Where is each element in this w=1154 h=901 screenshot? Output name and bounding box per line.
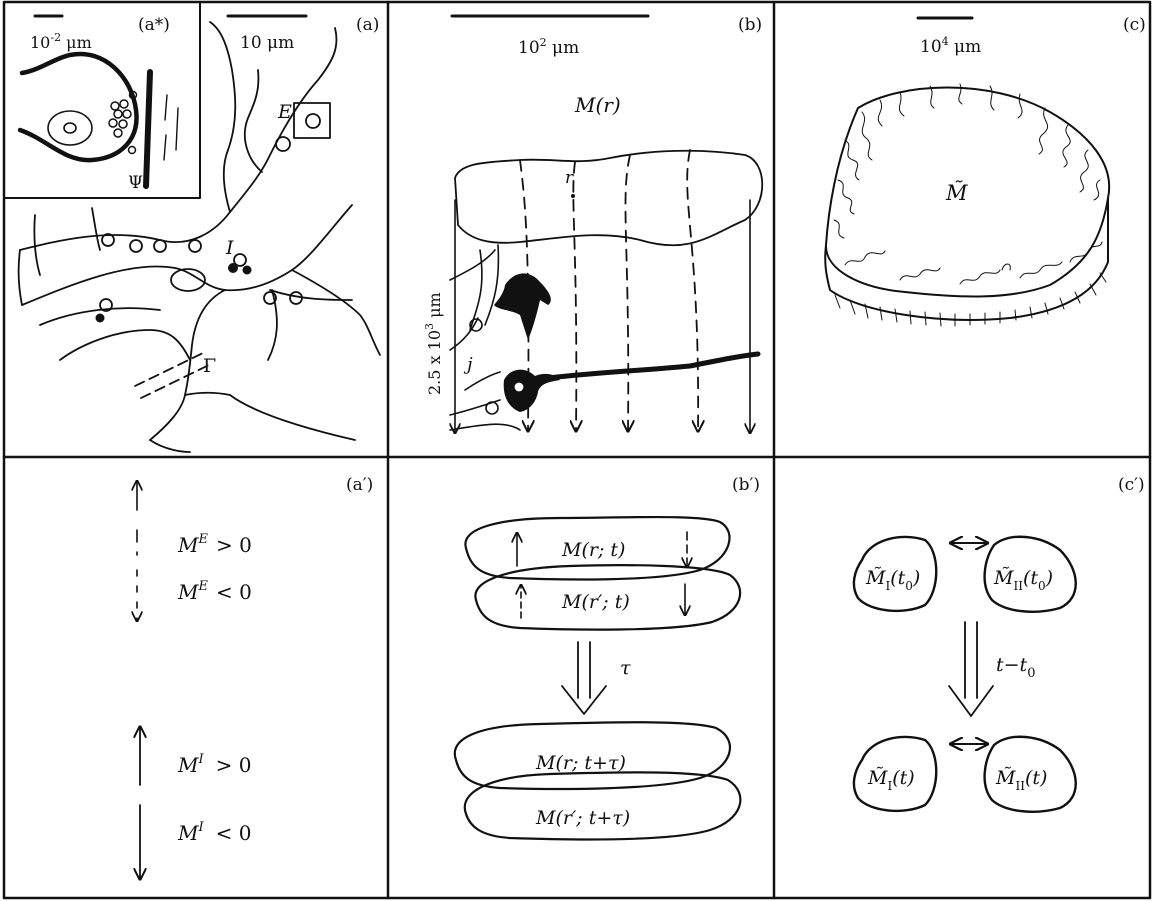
field-r-prime-t: M(r′; t) xyxy=(561,591,630,613)
region-M-tilde: M̃ xyxy=(945,181,968,205)
field-r-t: M(r; t) xyxy=(561,539,625,561)
me-positive: ME> 0 xyxy=(177,532,252,557)
label-I: I xyxy=(225,237,234,259)
m-tilde-I-t0: M̃I(t0) xyxy=(865,567,920,593)
scale-label-c: 104 μm xyxy=(920,35,981,57)
time-label: t−t0 xyxy=(996,654,1035,681)
time-double-arrow xyxy=(949,622,993,716)
panel-c: 104 μm (c) M̃ xyxy=(825,15,1146,326)
scale-label-a-star: 10-2 μm xyxy=(30,31,92,52)
label-k: k xyxy=(515,394,526,415)
field-r-prime-t-tau: M(r′; t+τ) xyxy=(535,807,630,829)
axon xyxy=(548,354,758,378)
cortex-folds xyxy=(834,84,1106,326)
panel-label-a: (a) xyxy=(356,15,379,35)
panel-c-prime: (c′) t−t0 M̃I(t0) M̃II(t0) M̃I(t) M̃II(t… xyxy=(854,475,1145,812)
mi-negative: MI< 0 xyxy=(177,820,251,845)
tau-label: τ xyxy=(620,657,631,679)
m-tilde-II-t0: M̃II(t0) xyxy=(993,567,1053,593)
cortex-slab xyxy=(455,151,762,246)
panel-b: 102 μm (b) M(r) r xyxy=(423,15,762,432)
panel-label-b-prime: (b′) xyxy=(732,475,760,495)
m-tilde-I-t: M̃I(t) xyxy=(867,767,915,793)
mi-positive: MI> 0 xyxy=(177,752,251,777)
panel-label-a-star: (a*) xyxy=(138,15,170,35)
panel-label-c-prime: (c′) xyxy=(1118,475,1145,495)
panel-label-a-prime: (a′) xyxy=(346,475,373,495)
tau-double-arrow xyxy=(562,642,606,714)
m-tilde-II-t: M̃II(t) xyxy=(995,767,1047,793)
scale-label-b: 102 μm xyxy=(518,36,579,58)
panel-label-c: (c) xyxy=(1123,15,1146,35)
panel-a-prime: (a′) ME> 0 ME< 0 MI> 0 MI< 0 xyxy=(137,475,373,878)
field-title-b: M(r) xyxy=(574,93,621,117)
label-j: j xyxy=(463,354,473,375)
inset-a-star: 10-2 μm (a*) Ψ xyxy=(4,2,200,198)
label-E: E xyxy=(277,101,292,123)
panel-label-b: (b) xyxy=(738,15,762,35)
vertical-scale-b: 2.5 x 103 μm xyxy=(423,292,444,395)
scale-label-a: 10 μm xyxy=(240,33,294,53)
panel-a: 10 μm (a) 10-2 μm (a*) Ψ xyxy=(4,2,380,452)
field-r-t-tau: M(r; t+τ) xyxy=(535,752,626,774)
cortex-surface xyxy=(826,88,1109,297)
me-negative: ME< 0 xyxy=(177,579,252,604)
synaptic-membrane xyxy=(146,72,150,186)
psi-label: Ψ xyxy=(128,173,143,193)
pyramidal-cells xyxy=(494,273,560,412)
label-gamma: Γ xyxy=(203,355,216,377)
panel-b-prime: (b′) M(r; t) M(r′; t) τ M(r; t+τ) M(r′; … xyxy=(455,475,760,840)
